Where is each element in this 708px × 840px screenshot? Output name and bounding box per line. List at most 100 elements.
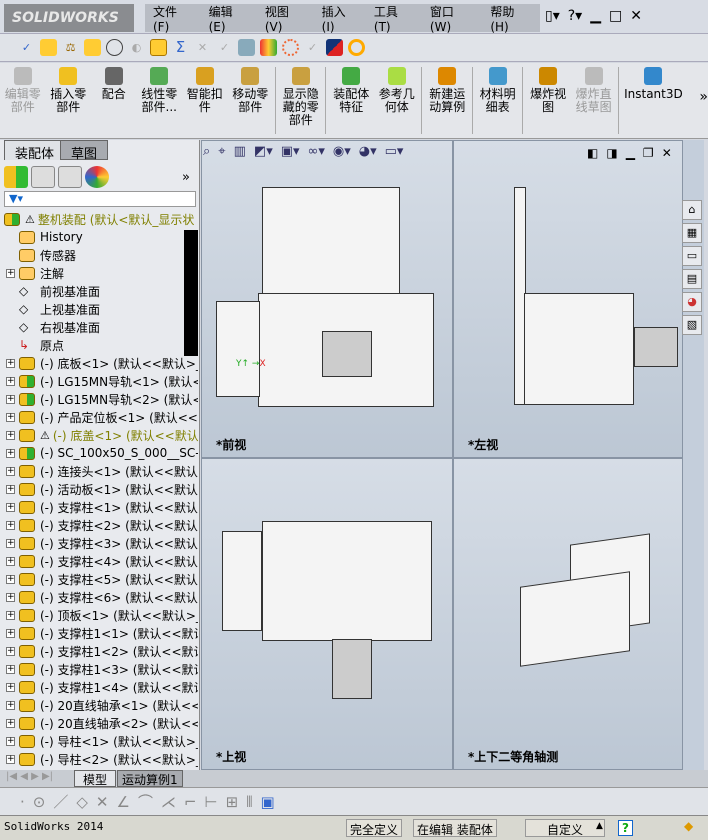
menu-view[interactable]: 视图(V)	[264, 4, 289, 34]
tree-item[interactable]: +⚠(-) 底盖<1> (默认<<默认	[0, 426, 198, 444]
property-manager-icon[interactable]	[31, 166, 55, 188]
viewport-front[interactable]: Y↑ →X *前视	[201, 140, 453, 458]
tab-motion-study[interactable]: 运动算例1	[117, 770, 183, 787]
expand-icon[interactable]: +	[6, 681, 15, 692]
expand-icon[interactable]: +	[6, 663, 15, 674]
corner-icon[interactable]: ⌐	[183, 792, 197, 811]
fillet-icon[interactable]: ⌒	[137, 793, 153, 811]
viewport-close-icon[interactable]: ✕	[661, 146, 672, 160]
angle-icon[interactable]: ∠	[116, 792, 130, 811]
menu-file[interactable]: 文件(F)	[153, 4, 178, 34]
previous-view-icon[interactable]: ▥	[233, 144, 246, 159]
menu-tools[interactable]: 工具(T)	[373, 4, 398, 34]
display-manager-icon[interactable]	[85, 166, 109, 188]
appearance-icon[interactable]	[326, 39, 343, 56]
expand-icon[interactable]: +	[6, 537, 15, 548]
expand-icon[interactable]: +	[6, 591, 15, 602]
configuration-manager-icon[interactable]	[58, 166, 82, 188]
tree-item[interactable]: +(-) 顶板<1> (默认<<默认>_显	[0, 606, 198, 624]
expand-icon[interactable]: +	[6, 717, 15, 728]
feature-manager-icon[interactable]	[4, 166, 28, 188]
tree-item[interactable]: +(-) 导柱<2> (默认<<默认>_显	[0, 750, 198, 768]
zebra-icon[interactable]	[282, 39, 299, 56]
tree-item[interactable]: +(-) 支撑柱<4> (默认<<默认>	[0, 552, 198, 570]
interference-icon[interactable]: ✕	[197, 41, 208, 54]
tree-item[interactable]: +(-) 活动板<1> (默认<<默认>	[0, 480, 198, 498]
viewport-next-icon[interactable]: ◨	[606, 146, 618, 160]
tree-item[interactable]: +(-) 支撑柱<2> (默认<<默认>	[0, 516, 198, 534]
expand-icon[interactable]: +	[6, 519, 15, 530]
command-10[interactable]: 材料明细表	[475, 63, 521, 138]
expand-icon[interactable]: +	[6, 429, 15, 440]
viewport-left[interactable]: *左视	[453, 140, 683, 458]
viewport-restore-icon[interactable]: ❐	[642, 146, 654, 160]
draft-analysis-icon[interactable]	[260, 39, 277, 56]
expand-icon[interactable]: +	[6, 483, 15, 494]
view-palette-icon[interactable]: ▤	[682, 269, 702, 289]
expand-icon[interactable]: +	[6, 699, 15, 710]
expand-icon[interactable]: +	[6, 501, 15, 512]
tree-item[interactable]: +(-) 产品定位板<1> (默认<<默	[0, 408, 198, 426]
command-6[interactable]: 显示隐藏的零部件	[278, 63, 324, 138]
more-commands-icon[interactable]: »	[699, 89, 708, 105]
tab-model[interactable]: 模型	[74, 770, 117, 787]
viewport-top[interactable]: *上视	[201, 458, 453, 770]
measure-icon[interactable]	[40, 39, 57, 56]
command-0[interactable]: 编辑零部件	[0, 63, 46, 138]
line-icon[interactable]: ／	[53, 793, 69, 811]
expand-icon[interactable]: +	[6, 753, 15, 764]
pattern-icon[interactable]: ⊞	[225, 792, 239, 811]
help-icon[interactable]: ?▾	[567, 8, 583, 24]
expand-icon[interactable]: »	[182, 170, 190, 185]
tree-item[interactable]: +(-) 导柱<1> (默认<<默认>_显	[0, 732, 198, 750]
close-button[interactable]: ✕	[630, 8, 642, 24]
chamfer-icon[interactable]: ⋌	[160, 792, 176, 811]
menu-insert[interactable]: 插入(I)	[321, 4, 346, 34]
table-icon[interactable]	[238, 39, 255, 56]
tree-item[interactable]: +(-) 支撑柱1<2> (默认<<默认	[0, 642, 198, 660]
check-icon[interactable]: ◐	[131, 41, 142, 54]
command-4[interactable]: 智能扣件	[182, 63, 228, 138]
solidworks-logo[interactable]: SOLIDWORKS	[4, 4, 134, 32]
command-1[interactable]: 插入零部件	[46, 63, 92, 138]
zoom-fit-icon[interactable]: ⌕	[203, 144, 211, 159]
display-style-icon[interactable]: ∞▾	[307, 144, 325, 159]
mirror-icon[interactable]: ⫴	[246, 792, 253, 811]
expand-icon[interactable]: +	[6, 735, 15, 746]
command-2[interactable]: 配合	[91, 63, 137, 138]
custom-properties-icon[interactable]: ▧	[682, 315, 702, 335]
command-9[interactable]: 新建运动算例	[424, 63, 470, 138]
tree-item[interactable]: ◇右视基准面	[0, 318, 198, 336]
performance-icon[interactable]	[106, 39, 123, 56]
tree-item[interactable]: +(-) 支撑柱1<4> (默认<<默认	[0, 678, 198, 696]
tree-item[interactable]: ↳原点	[0, 336, 198, 354]
expand-icon[interactable]: +	[6, 627, 15, 638]
command-8[interactable]: 参考几何体	[374, 63, 420, 138]
units-selector[interactable]: 自定义	[525, 819, 605, 837]
tree-item[interactable]: +(-) 20直线轴承<1> (默认<<默	[0, 696, 198, 714]
units-dropdown-icon[interactable]: ▲	[596, 821, 603, 831]
command-3[interactable]: 线性零部件...	[137, 63, 183, 138]
tree-item[interactable]: +(-) 支撑柱<1> (默认<<默认>	[0, 498, 198, 516]
expand-icon[interactable]: +	[6, 645, 15, 656]
tree-item[interactable]: +(-) 20直线轴承<2> (默认<<默	[0, 714, 198, 732]
expand-icon[interactable]: +	[6, 357, 15, 368]
viewport-isometric[interactable]: *上下二等角轴测	[453, 458, 683, 770]
design-library-icon[interactable]: ▦	[682, 223, 702, 243]
tree-item[interactable]: ◇上视基准面	[0, 300, 198, 318]
section-properties-icon[interactable]	[84, 39, 101, 56]
scene-icon[interactable]: ▭▾	[384, 144, 404, 159]
expand-icon[interactable]: +	[6, 393, 15, 404]
maximize-button[interactable]: □	[608, 8, 623, 24]
expand-icon[interactable]: +	[6, 609, 15, 620]
command-5[interactable]: 移动零部件	[228, 63, 274, 138]
menu-window[interactable]: 窗口(W)	[429, 4, 454, 34]
minimize-button[interactable]: ▁	[590, 8, 601, 24]
command-11[interactable]: 爆炸视图	[525, 63, 571, 138]
viewport-prev-icon[interactable]: ◧	[587, 146, 599, 160]
tree-item[interactable]: +(-) SC_100x50_S_000__SC-10	[0, 444, 198, 462]
menu-edit[interactable]: 编辑(E)	[208, 4, 233, 34]
filter-input[interactable]: ▼▾	[4, 191, 196, 207]
command-7[interactable]: 装配体特征	[328, 63, 374, 138]
command-12[interactable]: 爆炸直线草图	[571, 63, 617, 138]
